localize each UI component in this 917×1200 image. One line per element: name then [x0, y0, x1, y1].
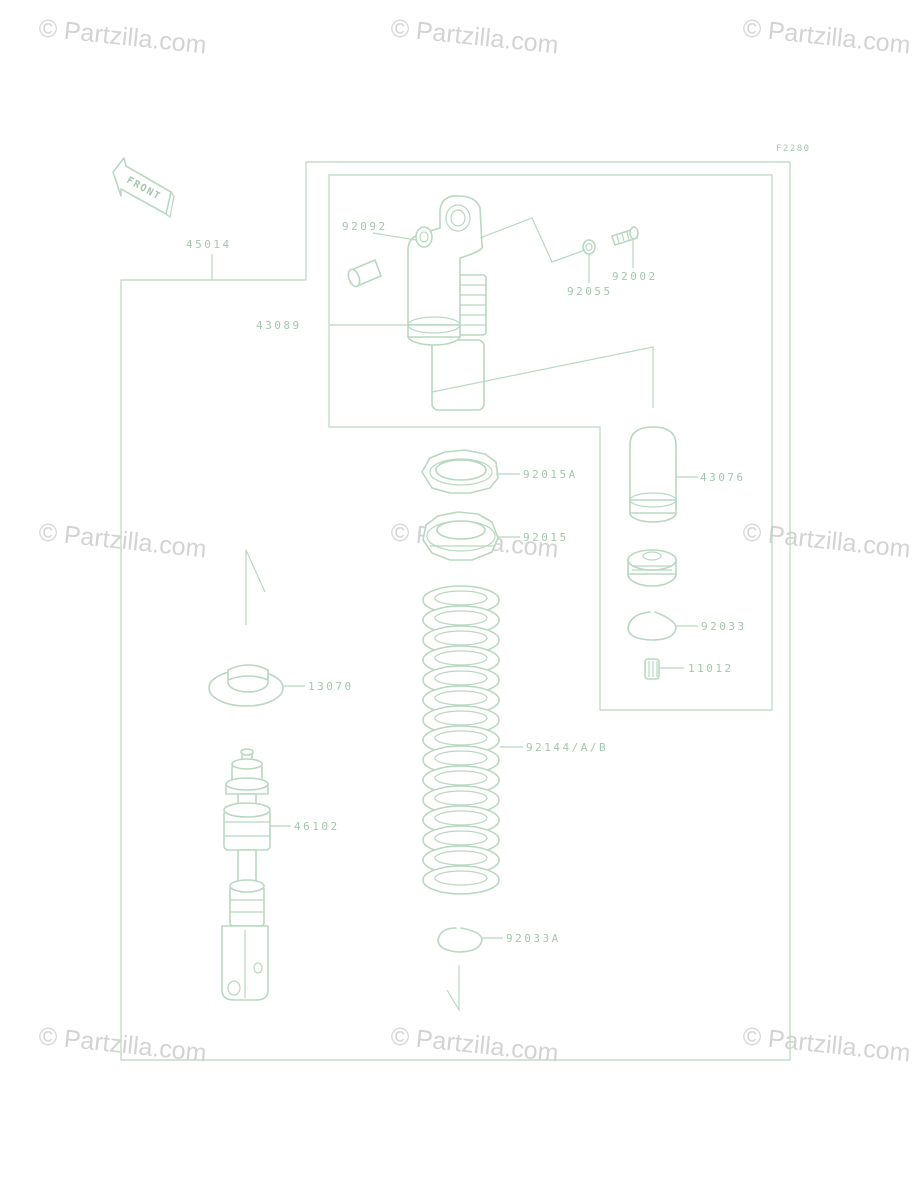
- spring-coil-inner: [434, 730, 488, 746]
- circlip-a-part: [437, 927, 483, 953]
- circlip-part: [627, 611, 677, 641]
- watermark-middle-left: © Partzilla.com: [37, 518, 207, 563]
- watermark-bottom-left: © Partzilla.com: [37, 1022, 207, 1067]
- lock-nut-a-part: [421, 449, 499, 494]
- axis-line-left: [245, 549, 266, 625]
- spring-coil-inner: [434, 650, 488, 666]
- front-arrow-icon: FRONT: [112, 157, 175, 219]
- rod-assembly-part: [221, 748, 271, 1001]
- label-washer: 92055: [567, 285, 613, 298]
- washer-part: [582, 239, 596, 255]
- label-valve: 92002: [612, 270, 658, 283]
- spring-coil-inner: [434, 670, 488, 686]
- label-lock-nut: 92015: [523, 531, 569, 544]
- label-circlip: 92033: [701, 620, 747, 633]
- spring-coil-inner: [434, 750, 488, 766]
- spring-coil-inner: [434, 870, 488, 886]
- spring-coil: [422, 865, 500, 895]
- spring-coil-inner: [434, 610, 488, 626]
- label-spring-seat: 13070: [308, 680, 354, 693]
- spring-coil-inner: [434, 810, 488, 826]
- spring-coil-inner: [434, 710, 488, 726]
- bushing-part: [347, 226, 433, 288]
- label-shock-body: 43089: [256, 319, 302, 332]
- valve-part: [611, 226, 639, 246]
- spring-part: [422, 585, 500, 895]
- label-rod-assembly: 46102: [294, 820, 340, 833]
- assembly-frame: [120, 161, 791, 1061]
- watermark-top-center: © Partzilla.com: [389, 14, 559, 59]
- lock-nut-part: [422, 511, 499, 561]
- spring-seat-part: [208, 664, 284, 707]
- spring-coil-inner: [434, 690, 488, 706]
- watermark-bottom-right: © Partzilla.com: [741, 1022, 911, 1067]
- spring-coil-inner: [434, 770, 488, 786]
- label-bushing: 92092: [342, 220, 388, 233]
- spring-coil-inner: [434, 590, 488, 606]
- label-reservoir-cap: 43076: [700, 471, 746, 484]
- watermark-middle-right: © Partzilla.com: [741, 518, 911, 563]
- plug-part: [644, 658, 660, 680]
- diagram-code: F2280: [776, 144, 811, 154]
- label-spring: 92144/A/B: [526, 741, 608, 754]
- spring-coil-inner: [434, 630, 488, 646]
- watermark-bottom-center: © Partzilla.com: [389, 1022, 559, 1067]
- spring-coil-inner: [434, 830, 488, 846]
- spring-coil-inner: [434, 790, 488, 806]
- label-plug: 11012: [688, 662, 734, 675]
- watermark-top-right: © Partzilla.com: [741, 14, 911, 59]
- axis-line-bottom: [446, 965, 460, 1013]
- reservoir-piston-part: [627, 549, 677, 587]
- watermark-top-left: © Partzilla.com: [37, 14, 207, 59]
- reservoir-cap-part: [629, 426, 677, 523]
- shock-body-part: [407, 195, 487, 411]
- spring-coil-inner: [434, 850, 488, 866]
- label-circlip-a: 92033A: [506, 932, 561, 945]
- sub-assembly-frame: [328, 174, 773, 711]
- label-assembly: 45014: [186, 238, 232, 251]
- label-lock-nut-a: 92015A: [523, 468, 578, 481]
